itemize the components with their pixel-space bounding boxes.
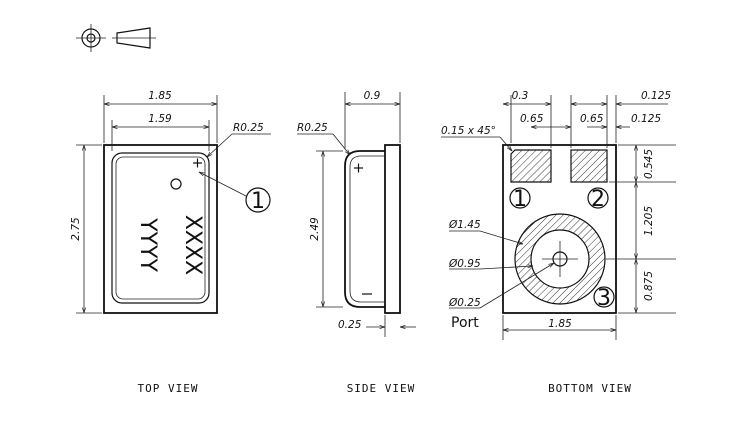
edge-top-dim: 0.125 — [641, 90, 671, 102]
projection-symbol-icon — [76, 24, 156, 52]
side-view: 0.9 R0.25 2.49 0.25 — [297, 90, 416, 337]
top-port-mark — [170, 178, 182, 190]
bottom-view: 1 2 3 0.3 0.125 0.65 0.65 0.125 0.15 x 4… — [441, 90, 676, 340]
pin1-callout-number: 1 — [251, 189, 265, 214]
side-height-dim: 2.49 — [309, 217, 321, 241]
port-label: Port — [451, 315, 479, 331]
pad-2 — [570, 149, 608, 183]
top-view-title: TOP VIEW — [138, 382, 199, 395]
pad-span-left-dim: 0.65 — [520, 113, 544, 125]
dia-mid-dim: Ø0.95 — [448, 258, 481, 270]
pad-3-label: 3 — [597, 286, 611, 311]
h2-dim: 1.205 — [643, 206, 655, 236]
top-width-dim: 1.85 — [148, 90, 172, 102]
chamfer-dim: 0.15 x 45° — [441, 125, 496, 137]
pin1-callout-circle — [245, 187, 271, 213]
pad-span-right-dim: 0.65 — [580, 113, 604, 125]
marking-col2: YYYY — [135, 217, 160, 272]
pad-2-label: 2 — [591, 187, 605, 212]
side-base — [384, 144, 401, 314]
bottom-view-title: BOTTOM VIEW — [548, 382, 632, 395]
side-radius-dim: R0.25 — [297, 122, 328, 134]
pad-width-dim: 0.3 — [512, 90, 529, 102]
top-view: 1 XXXX YYYY 1.85 1.59 R0.25 2.75 — [70, 90, 271, 314]
dia-port-dim: Ø0.25 — [448, 297, 481, 309]
bottom-outline — [502, 144, 617, 314]
marking-col1: XXXX — [180, 215, 205, 275]
h1-dim: 0.545 — [643, 149, 655, 179]
pad-1-label: 1 — [513, 187, 527, 212]
plus-icon — [354, 163, 363, 173]
pad-1 — [510, 149, 552, 183]
top-height-dim: 2.75 — [70, 217, 82, 241]
top-inner-width-dim: 1.59 — [148, 113, 172, 125]
dia-outer-dim: Ø1.45 — [448, 219, 481, 231]
side-thickness-dim: 0.9 — [364, 90, 381, 102]
edge-right-dim: 0.125 — [631, 113, 661, 125]
top-radius-dim: R0.25 — [233, 122, 264, 134]
top-outline — [103, 144, 218, 314]
bottom-width-dim: 1.85 — [548, 318, 572, 330]
top-inner-outline — [111, 152, 210, 304]
side-view-title: SIDE VIEW — [347, 382, 416, 395]
side-body — [344, 150, 385, 308]
plus-icon — [193, 158, 202, 168]
side-base-dim: 0.25 — [338, 319, 362, 331]
h3-dim: 0.875 — [643, 271, 655, 301]
